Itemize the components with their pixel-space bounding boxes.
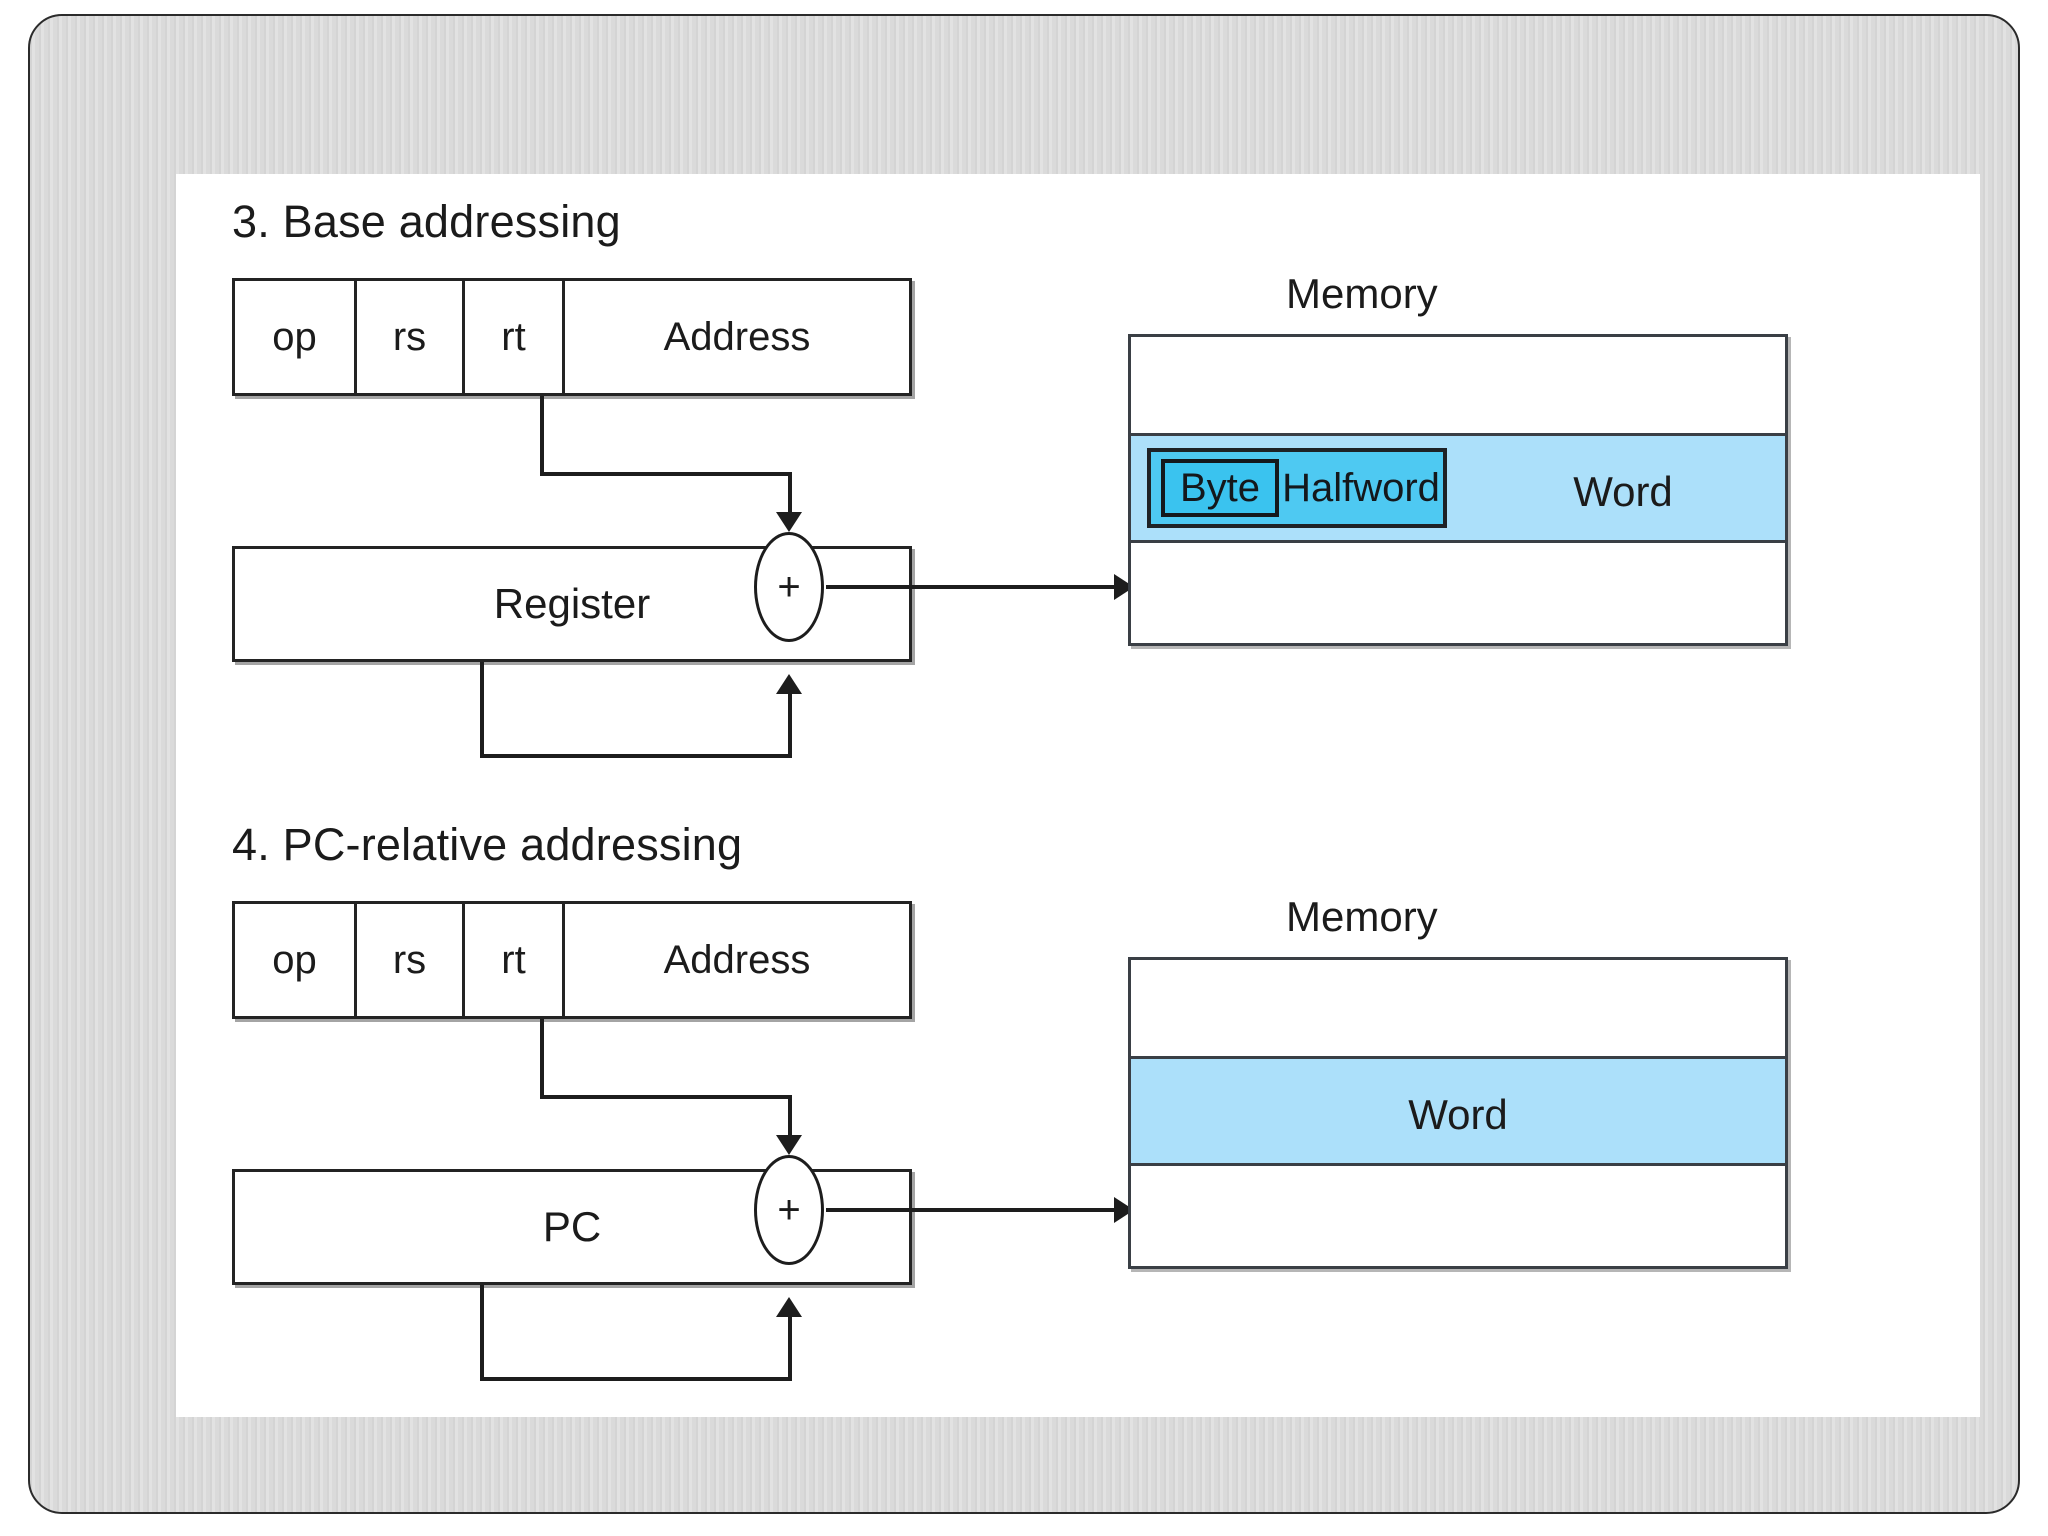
wire-address-to-adder-base [788,472,792,518]
wire-register-to-adder-base [788,694,792,754]
memory-row-empty-top-pc [1131,960,1785,1056]
adder-plus-icon: + [777,565,801,609]
wire-address-down-pc [540,1019,544,1099]
instruction-format-base: op rs rt Address [232,278,912,396]
adder-pc: + [754,1155,824,1265]
wire-adder-to-memory-base [826,585,1116,589]
register-label: Register [493,580,651,627]
wire-register-right-base [480,754,792,758]
halfword-label-base: Halfword [1282,465,1440,510]
instruction-field-rs: rs [357,281,465,393]
memory-box-base: Byte Halfword Word [1128,334,1788,646]
byte-box-base: Byte [1161,459,1279,517]
halfword-box-base: Byte Halfword [1147,448,1447,528]
instruction-field-op-pc: op [235,904,357,1016]
arrow-register-into-adder-base [776,674,802,694]
wire-pc-down [480,1285,484,1381]
adder-base: + [754,532,824,642]
memory-box-pc: Word [1128,957,1788,1269]
instruction-field-rt: rt [465,281,565,393]
wire-pc-right [480,1377,792,1381]
wire-address-right-base [540,472,792,476]
word-label-pc: Word [1408,1091,1508,1138]
memory-label-pc: Memory [1286,893,1438,940]
section-title-base-addressing: 3. Base addressing [232,196,621,247]
diagram-pc-relative-addressing: 4. PC-relative addressing op rs rt Addre… [176,174,1980,1417]
memory-row-word-pc: Word [1131,1056,1785,1166]
wire-register-down-base [480,662,484,758]
arrow-address-into-adder-base [776,512,802,532]
memory-row-empty-bottom-base [1131,543,1785,643]
instruction-field-rt-pc: rt [465,904,565,1016]
wire-adder-to-memory-pc [826,1208,1116,1212]
memory-row-word-base: Byte Halfword Word [1131,433,1785,543]
instruction-field-address-pc: Address [565,904,909,1016]
pc-label: PC [542,1203,602,1250]
slide-frame: 3. Base addressing op rs rt Address Regi… [28,14,2020,1514]
slide-content-panel: 3. Base addressing op rs rt Address Regi… [176,174,1980,1417]
wire-address-to-adder-pc [788,1095,792,1141]
memory-row-empty-bottom-pc [1131,1166,1785,1266]
diagram-base-addressing: 3. Base addressing op rs rt Address Regi… [176,174,1980,1417]
adder-plus-icon-pc: + [777,1188,801,1232]
arrow-pc-into-adder [776,1297,802,1317]
instruction-format-pc: op rs rt Address [232,901,912,1019]
instruction-field-rs-pc: rs [357,904,465,1016]
wire-address-right-pc [540,1095,792,1099]
memory-label-base: Memory [1286,270,1438,317]
memory-row-empty-top-base [1131,337,1785,433]
wire-address-down-base [540,396,544,476]
arrow-address-into-adder-pc [776,1135,802,1155]
instruction-field-address: Address [565,281,909,393]
wire-pc-to-adder [788,1317,792,1377]
instruction-field-op: op [235,281,357,393]
section-title-pc-relative: 4. PC-relative addressing [232,819,743,870]
word-label-base: Word [1573,468,1673,515]
